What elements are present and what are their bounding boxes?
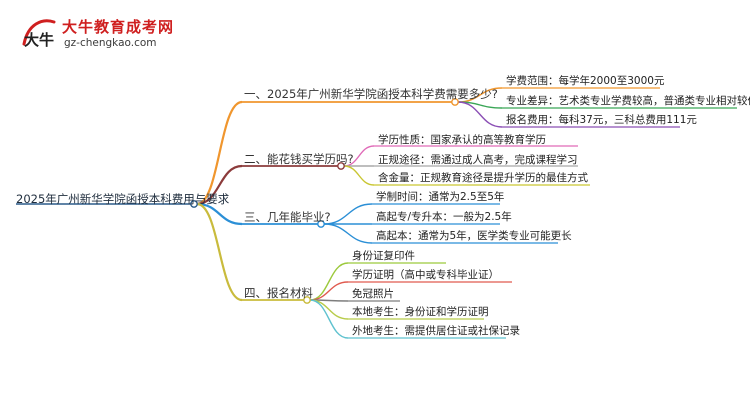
root-topic: 2025年广州新华学院函授本科费用与要求 bbox=[16, 192, 230, 206]
branch-connector bbox=[196, 164, 243, 206]
leaf-topic: 报名费用：每科37元，三科总费用111元 bbox=[506, 114, 697, 126]
branch-topic: 一、2025年广州新华学院函授本科学费需要多少? bbox=[244, 87, 498, 101]
leaf-connector bbox=[309, 281, 349, 301]
logo-mark-icon: 大牛 bbox=[22, 19, 56, 49]
leaf-topic: 含金量：正规教育途径是提升学历的最佳方式 bbox=[378, 172, 588, 184]
leaf-connector bbox=[323, 223, 373, 244]
logo-title: 大牛教育成考网 bbox=[62, 18, 175, 36]
branch-node-dot bbox=[337, 162, 345, 170]
leaf-topic: 正规途径：需通过成人高考，完成课程学习 bbox=[378, 154, 578, 166]
branch-connector bbox=[196, 100, 243, 206]
leaf-topic: 免冠照片 bbox=[352, 288, 394, 300]
leaf-topic: 专业差异：艺术类专业学费较高，普通类专业相对较低 bbox=[506, 95, 750, 107]
leaf-connector bbox=[309, 299, 349, 320]
leaf-connector bbox=[309, 262, 349, 301]
leaf-connector bbox=[323, 203, 373, 225]
branch-topic: 二、能花钱买学历吗? bbox=[244, 152, 354, 166]
leaf-topic: 学费范围：每学年2000至3000元 bbox=[506, 75, 665, 87]
svg-text:大牛: 大牛 bbox=[24, 31, 54, 49]
branch-topic: 四、报名材料 bbox=[244, 286, 313, 300]
leaf-connector bbox=[457, 101, 503, 128]
branch-node-dot bbox=[317, 220, 325, 228]
leaf-topic: 高起专/专升本：一般为2.5年 bbox=[376, 211, 512, 223]
leaf-topic: 身份证复印件 bbox=[352, 250, 415, 262]
leaf-topic: 学制时间：通常为2.5至5年 bbox=[376, 191, 505, 203]
branch-node-dot bbox=[451, 98, 459, 106]
leaf-connector bbox=[309, 299, 349, 339]
leaf-topic: 高起本：通常为5年，医学类专业可能更长 bbox=[376, 230, 572, 242]
branch-node-dot bbox=[303, 296, 311, 304]
leaf-topic: 外地考生：需提供居住证或社保记录 bbox=[352, 325, 520, 337]
site-logo[interactable]: 大牛 大牛教育成考网 gz-chengkao.com bbox=[18, 14, 178, 54]
leaf-topic: 本地考生：身份证和学历证明 bbox=[352, 306, 489, 318]
branch-topic: 三、几年能毕业? bbox=[244, 210, 331, 224]
logo-url: gz-chengkao.com bbox=[64, 37, 157, 49]
branch-connector bbox=[196, 202, 243, 302]
root-node-dot bbox=[190, 200, 198, 208]
leaf-connector bbox=[343, 165, 375, 186]
leaf-topic: 学历证明（高中或专科毕业证） bbox=[352, 269, 499, 281]
branch-connector bbox=[196, 202, 243, 226]
leaf-topic: 学历性质：国家承认的高等教育学历 bbox=[378, 134, 546, 146]
